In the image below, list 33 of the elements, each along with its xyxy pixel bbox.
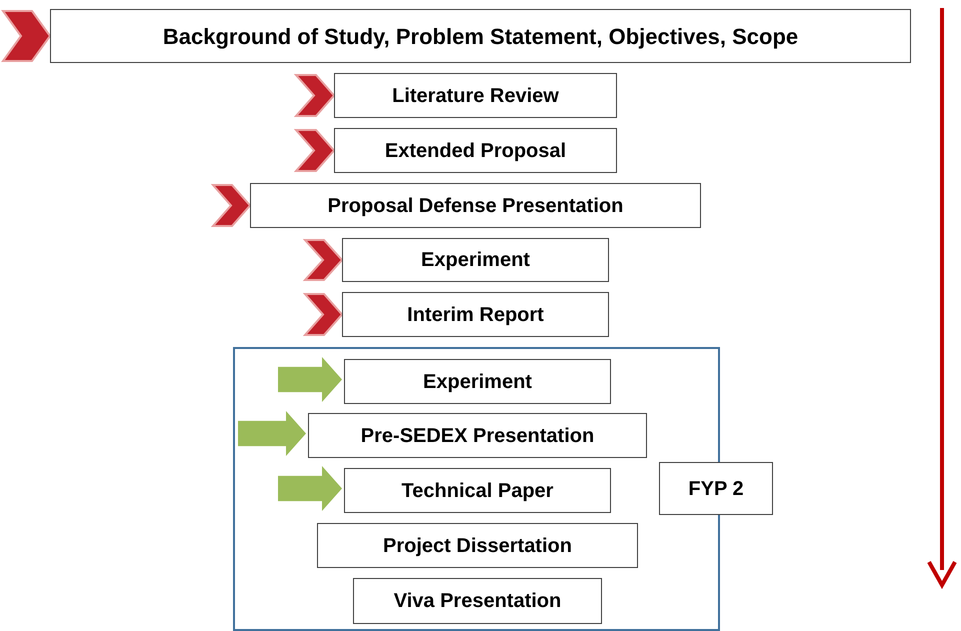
step-box <box>250 183 701 228</box>
step-label: Proposal Defense Presentation <box>328 194 624 218</box>
step-box <box>342 292 609 337</box>
chevron-arrow <box>302 293 344 336</box>
step-label: Interim Report <box>407 302 544 328</box>
step-box <box>344 359 611 404</box>
step-label: Viva Presentation <box>394 589 562 614</box>
chevron-arrow <box>302 239 344 281</box>
chevron-arrow <box>294 129 336 172</box>
step-box <box>659 462 773 515</box>
block-arrow <box>238 411 306 456</box>
step-box <box>50 9 911 63</box>
block-arrow <box>278 357 342 402</box>
step-box <box>317 523 638 568</box>
step-box <box>334 128 617 173</box>
block-arrow <box>278 466 342 511</box>
step-label: Extended Proposal <box>384 138 566 164</box>
step-box <box>344 468 611 513</box>
step-box <box>334 73 617 118</box>
step-box <box>342 238 609 282</box>
step-label: Experiment <box>423 370 532 394</box>
step-label: Technical Paper <box>402 478 554 504</box>
step-label: Project Dissertation <box>383 534 572 558</box>
chevron-arrow <box>294 74 336 117</box>
step-box <box>353 578 602 624</box>
chevron-arrow <box>1 10 52 62</box>
step-label: Background of Study, Problem Statement, Objectives, Scope <box>162 22 798 51</box>
step-box <box>308 413 647 458</box>
step-label: FYP 2 <box>688 476 744 502</box>
step-label: Literature Review <box>392 84 559 108</box>
step-label: Pre-SEDEX Presentation <box>360 424 594 448</box>
step-label: Experiment <box>421 248 530 273</box>
chevron-arrow <box>210 184 252 227</box>
